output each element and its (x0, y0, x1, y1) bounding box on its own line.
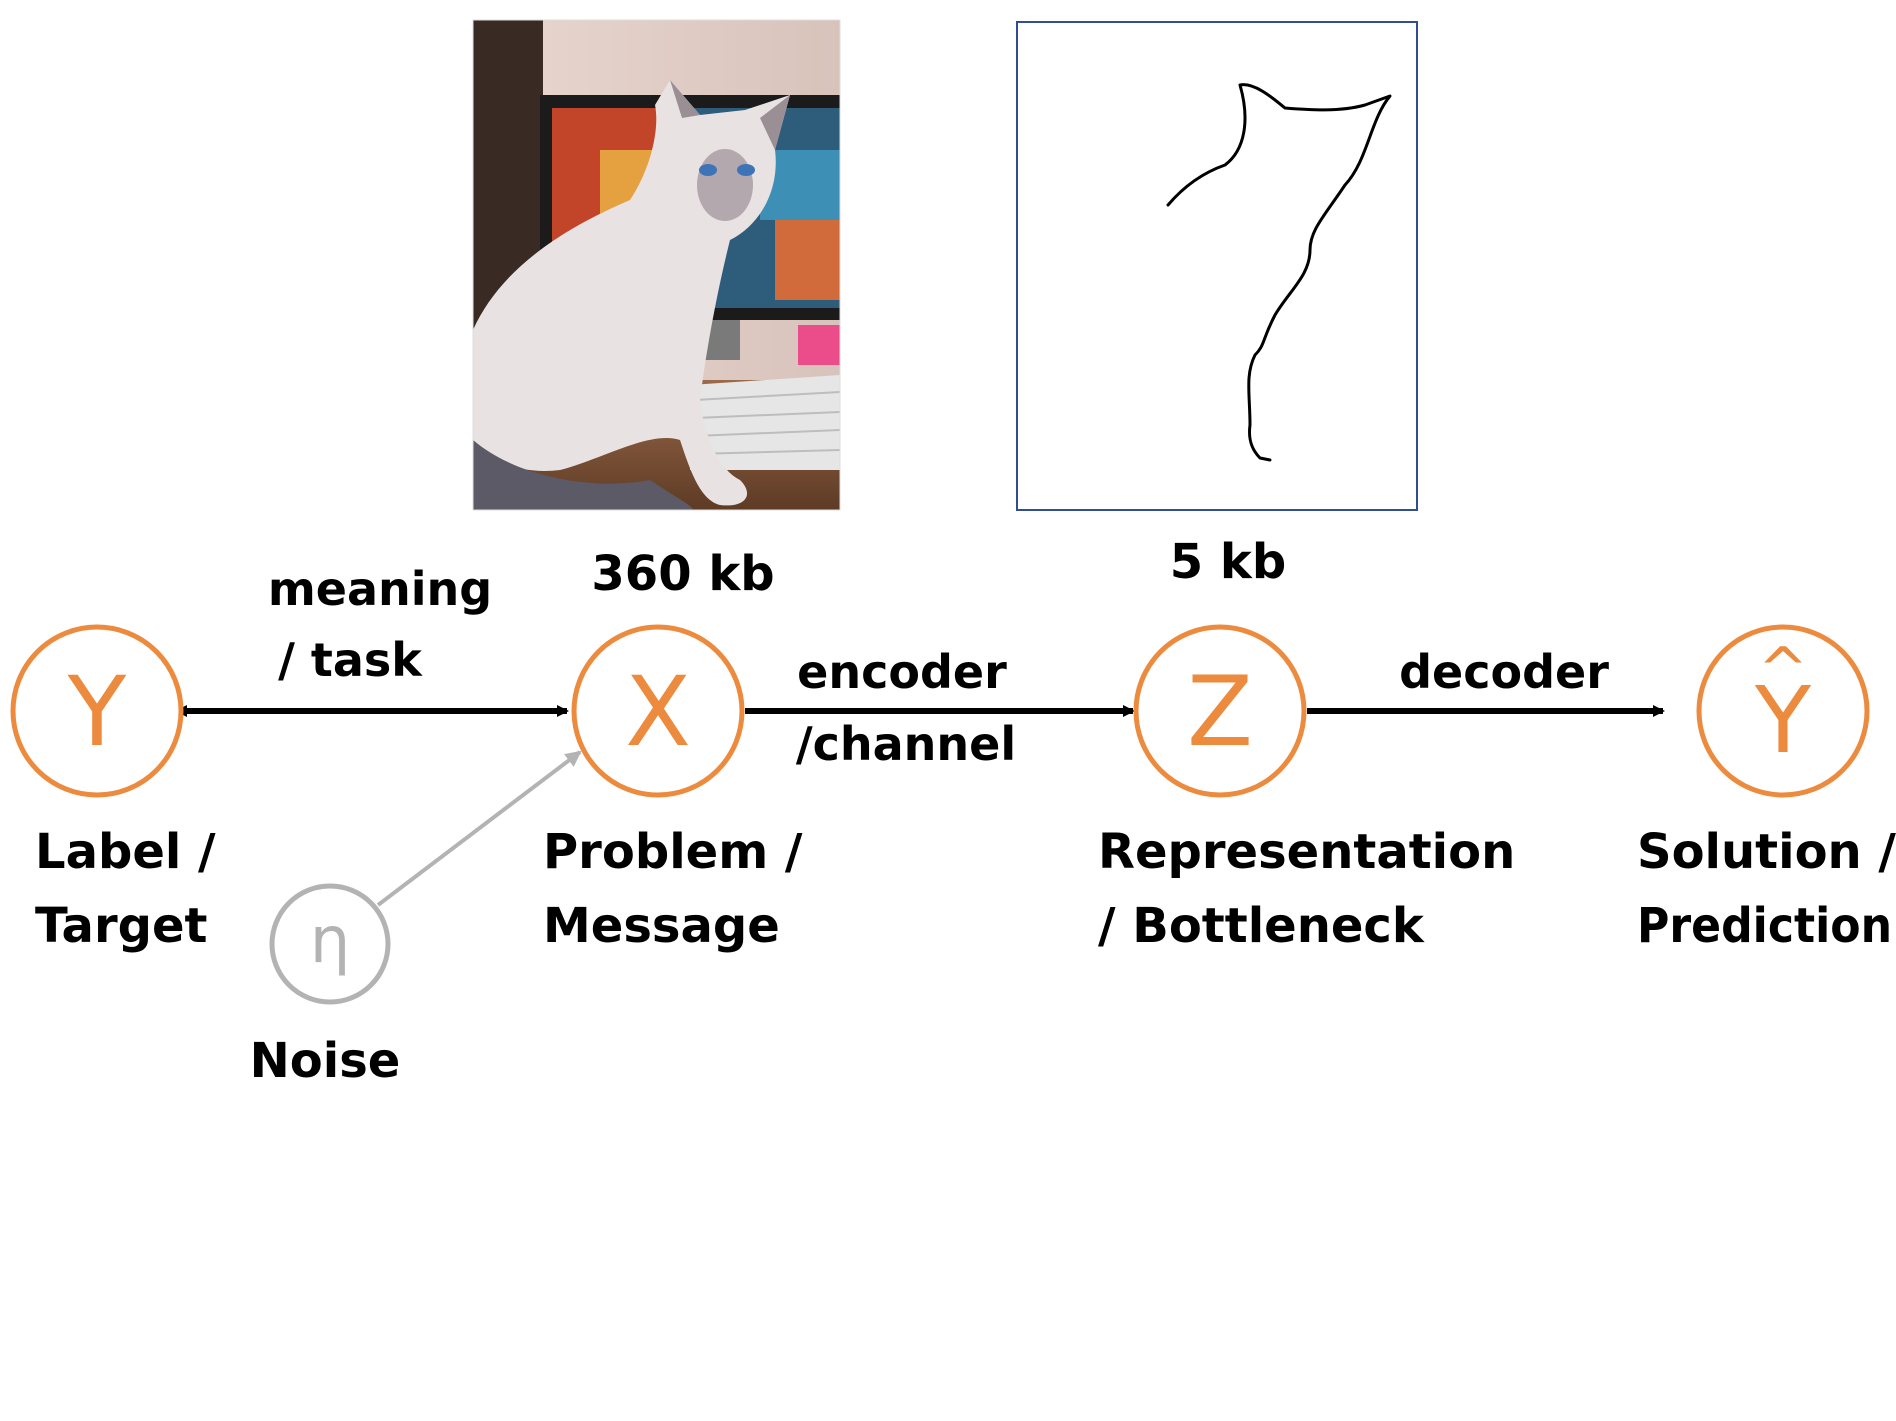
node-yhat-hat: ^ (1758, 635, 1808, 705)
photo-size-label: 360 kb (591, 546, 774, 602)
channel-label: /channel (796, 717, 1016, 771)
label-z-line1: Representation (1098, 824, 1515, 880)
label-x-line1: Problem / (543, 824, 803, 880)
node-noise-symbol: η (310, 904, 351, 978)
label-x-line2: Message (543, 898, 780, 954)
label-yhat-line2: Prediction (1637, 898, 1892, 954)
node-x: X (571, 624, 745, 798)
node-y-symbol: Y (67, 656, 127, 768)
label-y-line2: Target (35, 898, 207, 954)
sketch-size-label: 5 kb (1170, 534, 1286, 590)
label-y-line1: Label / (35, 824, 216, 880)
node-z: Z (1133, 624, 1307, 798)
node-yhat: Y ^ (1696, 624, 1870, 798)
label-noise: Noise (250, 1033, 401, 1089)
task-label: / task (278, 633, 423, 687)
cat-photo (472, 19, 841, 511)
meaning-label: meaning (268, 562, 492, 616)
decoder-label: decoder (1399, 645, 1609, 699)
encoder-label: encoder (797, 645, 1007, 699)
cat-sketch (1016, 21, 1418, 511)
noise-arrow (376, 750, 582, 907)
label-yhat-line1: Solution / (1637, 824, 1896, 880)
node-noise: η (269, 883, 391, 1005)
node-z-symbol: Z (1187, 656, 1253, 768)
label-z-line2: / Bottleneck (1098, 898, 1425, 954)
node-y: Y (10, 624, 184, 798)
node-yhat-symbol: Y (1754, 667, 1812, 774)
node-x-symbol: X (625, 656, 691, 768)
